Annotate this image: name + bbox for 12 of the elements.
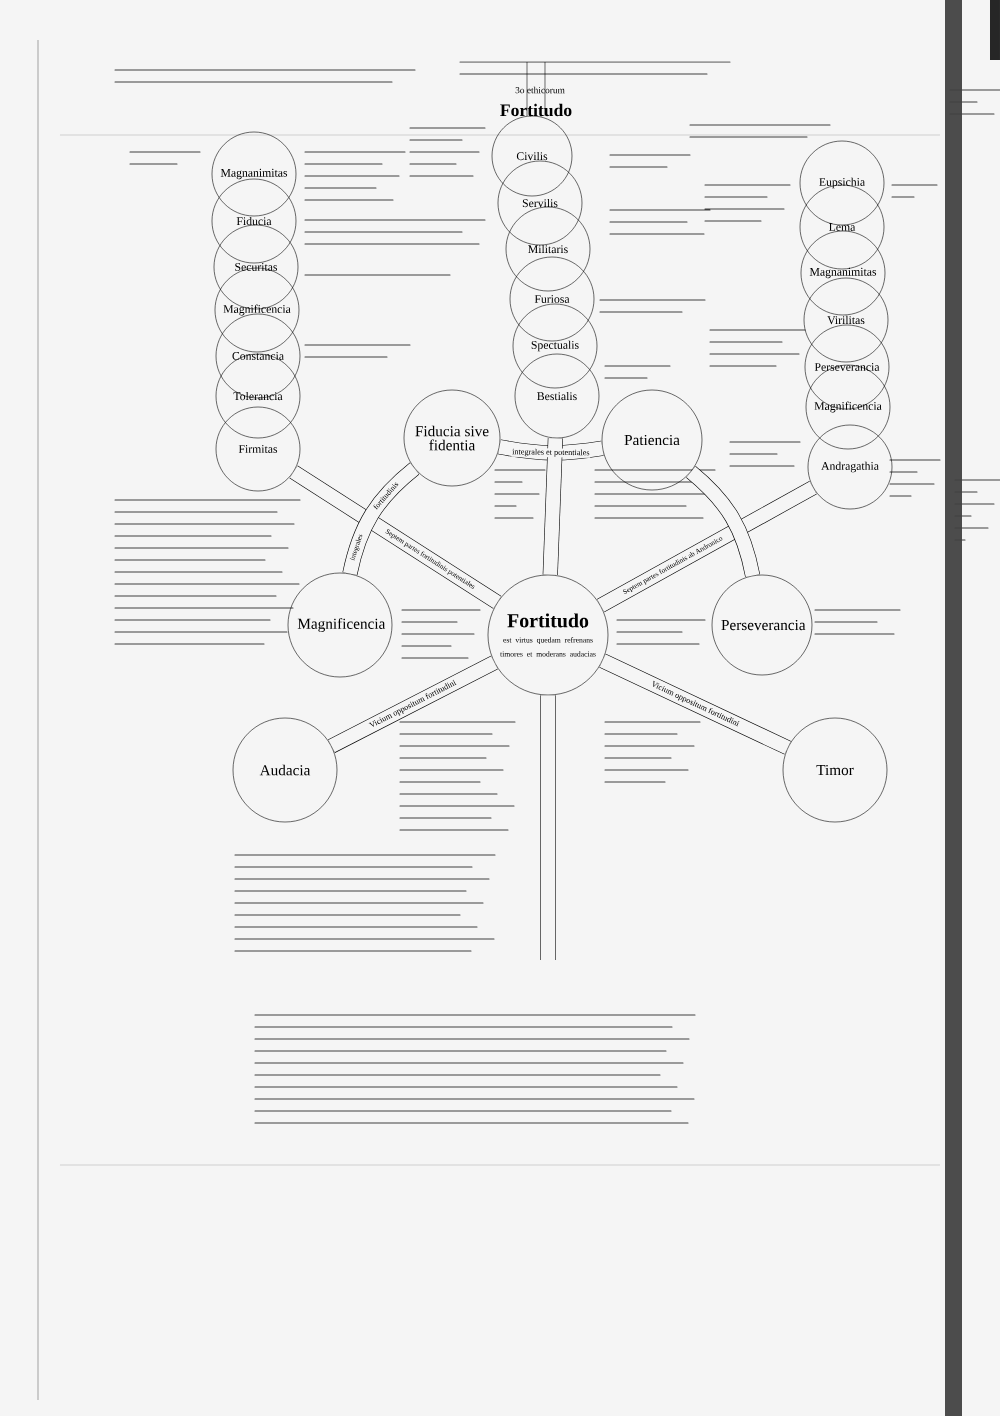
band-label: integrales et potentiales xyxy=(511,447,591,458)
band xyxy=(597,480,817,613)
band xyxy=(328,655,498,753)
band xyxy=(498,439,604,461)
band xyxy=(289,465,502,609)
band xyxy=(599,653,791,755)
title: Fortitudo xyxy=(500,103,572,117)
band xyxy=(686,466,761,578)
band xyxy=(540,695,556,960)
reference-note: 3o ethicorum xyxy=(515,86,565,94)
band xyxy=(542,438,563,576)
band xyxy=(342,462,420,576)
